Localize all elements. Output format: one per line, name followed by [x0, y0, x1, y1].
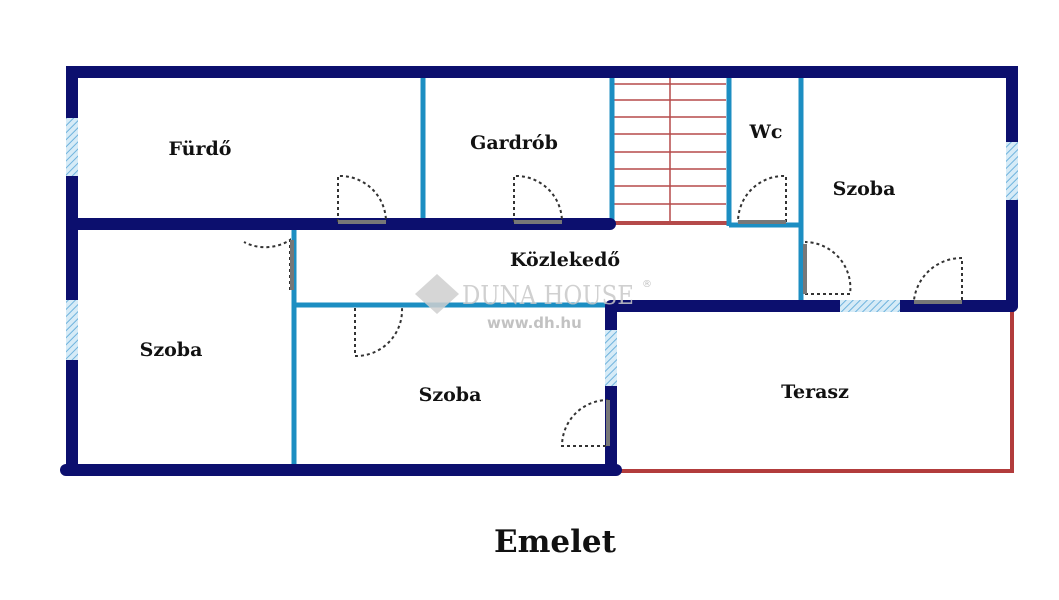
doors: [243, 174, 963, 447]
window: [1006, 142, 1018, 200]
staircase: [612, 78, 728, 225]
window: [66, 118, 78, 176]
room-label-szoba-right: Szoba: [833, 178, 896, 200]
window: [605, 330, 617, 386]
floor-title: Emelet: [494, 524, 617, 560]
room-label-kozlekedo: Közlekedő: [510, 249, 620, 271]
room-label-szoba-left: Szoba: [140, 339, 203, 361]
terrace-railing: [616, 306, 1014, 473]
watermark-registered: ®: [642, 279, 652, 290]
room-label-wc: Wc: [749, 121, 783, 143]
room-label-gardrob: Gardrób: [470, 132, 558, 154]
room-label-szoba-middle: Szoba: [419, 384, 482, 406]
watermark-brand: DUNA HOUSE: [462, 281, 634, 311]
window: [840, 300, 900, 312]
windows: [66, 118, 1018, 386]
room-label-terasz: Terasz: [781, 381, 849, 403]
watermark: DUNA HOUSE ® www.dh.hu: [415, 274, 652, 332]
room-label-furdo: Fürdő: [169, 138, 232, 160]
window: [66, 300, 78, 360]
watermark-url: www.dh.hu: [487, 314, 582, 332]
duna-house-logo-icon: [415, 274, 459, 314]
